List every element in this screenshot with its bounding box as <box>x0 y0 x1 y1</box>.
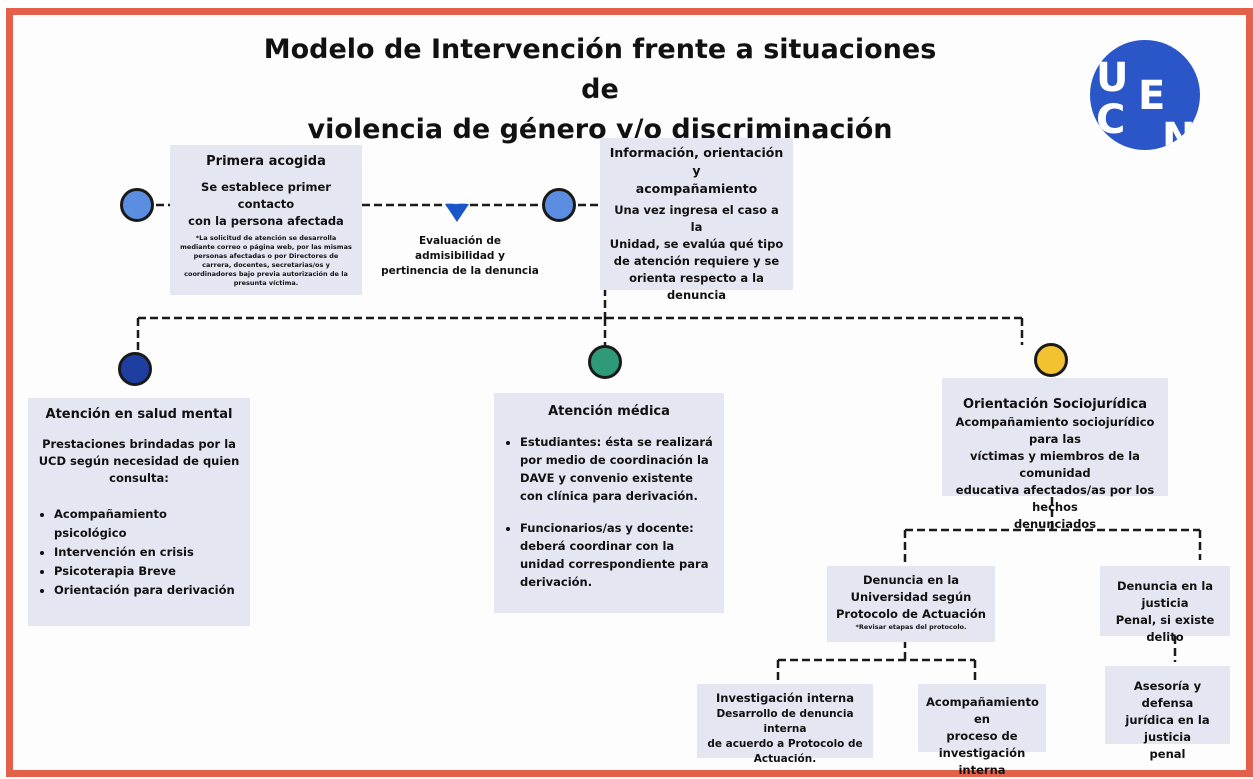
diagram-title: Modelo de Intervención frente a situacio… <box>250 30 950 150</box>
atencion-medica-list: Estudiantes: ésta se realizará por medio… <box>502 433 716 591</box>
informacion-title-2: acompañamiento <box>635 181 758 196</box>
box-denuncia-penal: Denuncia en la justicia Penal, si existe… <box>1100 566 1230 644</box>
atencion-medica-item-funcionarios: Funcionarios/as y docente: deberá coordi… <box>520 519 716 591</box>
primera-acogida-note: *La solicitud de atención se desarrolla … <box>180 234 352 287</box>
investigacion-text-1: Desarrollo de denuncia interna <box>716 708 854 735</box>
investigacion-title: Investigación interna <box>716 691 854 705</box>
asesoria-text-1: Asesoría y defensa <box>1133 679 1202 710</box>
acompanamiento-text-2: proceso de <box>946 729 1018 743</box>
logo-letter-e: E <box>1138 73 1166 119</box>
salud-mental-item: Orientación para derivación <box>54 581 242 600</box>
sociojuridica-text-1: Acompañamiento sociojurídico para las <box>955 415 1155 446</box>
logo-letter-c: C <box>1096 97 1126 143</box>
box-sociojuridica: Orientación Sociojurídica Acompañamiento… <box>942 378 1168 531</box>
box-investigacion-interna: Investigación interna Desarrollo de denu… <box>697 684 873 765</box>
informacion-text-4: orienta respecto a la <box>629 271 764 285</box>
acompanamiento-text-3: investigación interna <box>938 746 1026 777</box>
denuncia-univ-text-2: Universidad según <box>850 590 972 604</box>
atencion-medica-item-estudiantes: Estudiantes: ésta se realizará por medio… <box>520 433 716 505</box>
denuncia-univ-note: *Revisar etapas del protocolo. <box>855 623 967 631</box>
salud-mental-list: Acompañamiento psicológico Intervención … <box>36 505 242 600</box>
salud-mental-item: Psicoterapia Breve <box>54 562 242 581</box>
salud-mental-item: Intervención en crisis <box>54 543 242 562</box>
evaluacion-line-1: Evaluación de admisibilidad y <box>415 235 505 262</box>
informacion-text-5: denuncia <box>666 288 727 302</box>
title-line-1: Modelo de Intervención frente a situacio… <box>263 34 937 105</box>
salud-mental-title: Atención en salud mental <box>45 407 233 422</box>
evaluacion-label: Evaluación de admisibilidad y pertinenci… <box>380 234 540 279</box>
informacion-title-1: Información, orientación y <box>609 145 784 178</box>
box-acompanamiento: Acompañamiento en proceso de investigaci… <box>918 684 1046 777</box>
box-primera-acogida: Primera acogida Se establece primer cont… <box>170 145 362 295</box>
denuncia-penal-text-1: Denuncia en la justicia <box>1116 579 1214 610</box>
evaluacion-line-2: pertinencia de la denuncia <box>381 265 539 277</box>
box-asesoria: Asesoría y defensa jurídica en la justic… <box>1105 666 1230 761</box>
primera-acogida-text-1: Se establece primer contacto <box>201 180 331 211</box>
node-salud-mental <box>118 352 152 386</box>
informacion-text-3: de atención requiere y se <box>613 254 780 268</box>
ucen-logo: U C E N <box>1090 40 1200 150</box>
box-informacion: Información, orientación y acompañamient… <box>600 138 793 302</box>
sociojuridica-text-2: víctimas y miembros de la comunidad <box>970 449 1140 480</box>
node-informacion <box>542 188 576 222</box>
denuncia-univ-text-3: Protocolo de Actuación <box>835 607 986 621</box>
evaluacion-arrow <box>445 204 469 222</box>
salud-mental-text-2: UCD según necesidad de quien <box>38 454 240 468</box>
informacion-text-1: Una vez ingresa el caso a la <box>614 203 779 234</box>
primera-acogida-text-2: con la persona afectada <box>188 214 344 228</box>
sociojuridica-title: Orientación Sociojurídica <box>962 397 1148 412</box>
logo-letter-u: U <box>1096 55 1129 101</box>
investigacion-text-2: de acuerdo a Protocolo de <box>707 738 863 750</box>
sociojuridica-text-4: denunciados <box>1013 517 1097 531</box>
node-atencion-medica <box>588 345 622 379</box>
asesoria-text-2: jurídica en la justicia <box>1125 713 1210 744</box>
box-atencion-medica: Atención médica Estudiantes: ésta se rea… <box>494 393 724 613</box>
denuncia-univ-text-1: Denuncia en la <box>862 573 960 587</box>
box-denuncia-universidad: Denuncia en la Universidad según Protoco… <box>827 566 995 642</box>
node-primera-acogida <box>120 188 154 222</box>
sociojuridica-text-3: educativa afectados/as por los hechos <box>955 483 1155 514</box>
investigacion-text-3: Actuación. <box>753 753 817 765</box>
salud-mental-item: Acompañamiento psicológico <box>54 505 242 543</box>
acompanamiento-text-1: Acompañamiento en <box>926 695 1039 726</box>
logo-letter-n: N <box>1162 115 1196 150</box>
box-salud-mental: Atención en salud mental Prestaciones br… <box>28 398 250 626</box>
node-sociojuridica <box>1034 343 1068 377</box>
atencion-medica-title: Atención médica <box>548 404 670 419</box>
primera-acogida-title: Primera acogida <box>206 154 326 169</box>
salud-mental-text-1: Prestaciones brindadas por la <box>42 437 236 451</box>
asesoria-text-3: penal <box>1149 747 1186 761</box>
salud-mental-text-3: consulta: <box>109 471 169 485</box>
denuncia-penal-text-2: Penal, si existe delito <box>1115 613 1215 644</box>
informacion-text-2: Unidad, se evalúa qué tipo <box>609 237 784 251</box>
